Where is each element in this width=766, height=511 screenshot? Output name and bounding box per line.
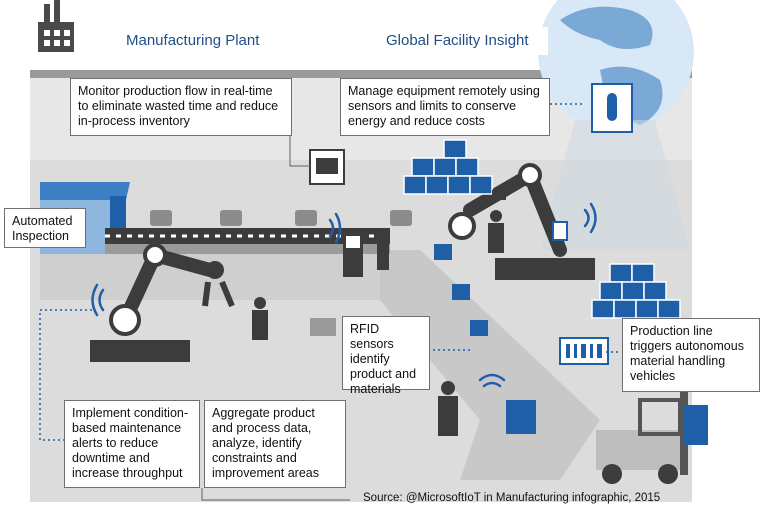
gray-connector-lines bbox=[201, 128, 350, 501]
callout-automated-inspection: Automated Inspection bbox=[4, 208, 86, 248]
box-stack-right bbox=[591, 263, 681, 319]
source-credit: Source: @MicrosoftIoT in Manufacturing i… bbox=[363, 492, 661, 504]
wall-monitor bbox=[309, 149, 345, 185]
plant-title: Manufacturing Plant bbox=[118, 27, 332, 55]
globe-icon bbox=[538, 0, 694, 250]
callout-rfid-sensors: RFID sensors identify product and materi… bbox=[342, 316, 430, 396]
robot-arm-right-base bbox=[448, 163, 595, 280]
box-stack-top bbox=[403, 139, 493, 195]
callout-production-line: Production line triggers autonomous mate… bbox=[622, 318, 760, 392]
barrels bbox=[310, 190, 506, 336]
factory-building-icon bbox=[38, 0, 74, 52]
walkway bbox=[380, 250, 600, 480]
callout-monitor-production: Monitor production flow in real-time to … bbox=[70, 78, 292, 136]
factory-roof-edge bbox=[30, 70, 692, 78]
callout-manage-equipment: Manage equipment remotely using sensors … bbox=[340, 78, 550, 136]
facility-insight-title: Global Facility Insight bbox=[378, 27, 548, 55]
connector-lines bbox=[39, 103, 620, 441]
worker-figures bbox=[252, 210, 504, 436]
callout-maintenance: Implement condition-based maintenance al… bbox=[64, 400, 200, 488]
conveyor-items bbox=[150, 210, 412, 226]
robot-arm-left-base bbox=[90, 243, 235, 362]
forklift bbox=[596, 380, 708, 484]
walkway-boxes bbox=[434, 244, 536, 434]
barcode-panel bbox=[559, 337, 609, 365]
callout-aggregate-data: Aggregate product and process data, anal… bbox=[204, 400, 346, 488]
conveyor-belt bbox=[105, 228, 390, 254]
wifi-signal-icons bbox=[91, 202, 597, 388]
kiosk-terminal bbox=[343, 232, 363, 277]
